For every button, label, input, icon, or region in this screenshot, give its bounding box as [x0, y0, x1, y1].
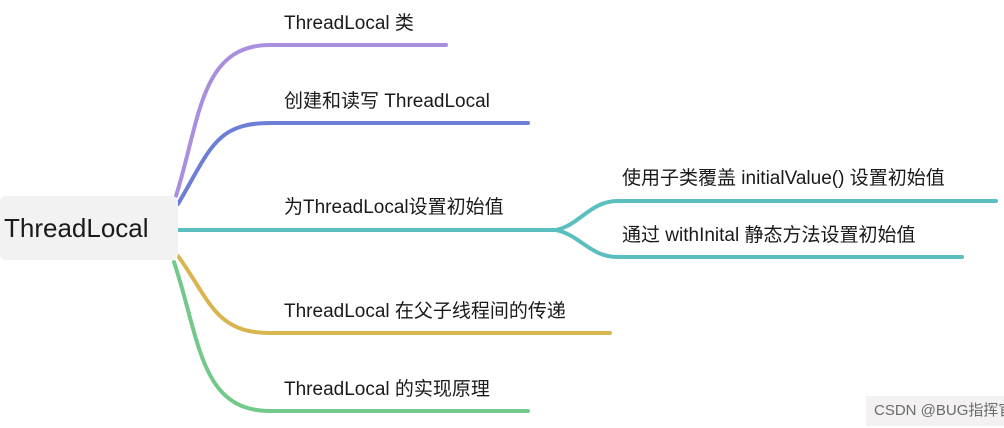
branch-link-create-read-write [176, 121, 530, 206]
sub-branch-link-initial-value-override [554, 199, 998, 232]
sub-node-initial-value-override[interactable]: 使用子类覆盖 initialValue() 设置初始值 [622, 168, 945, 189]
sub-branch-link-with-initial [554, 228, 964, 259]
branch-node-implementation[interactable]: ThreadLocal 的实现原理 [284, 379, 490, 400]
branch-node-create-read-write[interactable]: 创建和读写 ThreadLocal [284, 91, 490, 112]
root-node-label: ThreadLocal [4, 212, 149, 243]
watermark-text: CSDN @BUG指挥官 [866, 396, 1004, 426]
branch-node-initial-value[interactable]: 为ThreadLocal设置初始值 [284, 197, 504, 218]
branch-link-implementation [172, 260, 530, 413]
branch-node-threadlocal-class[interactable]: ThreadLocal 类 [284, 13, 414, 34]
branch-node-parent-child[interactable]: ThreadLocal 在父子线程间的传递 [284, 301, 566, 322]
branch-link-parent-child [176, 254, 612, 335]
branch-link-threadlocal-class [174, 43, 448, 198]
sub-node-with-initial[interactable]: 通过 withInital 静态方法设置初始值 [622, 225, 916, 246]
root-node[interactable]: ThreadLocal [0, 196, 178, 260]
